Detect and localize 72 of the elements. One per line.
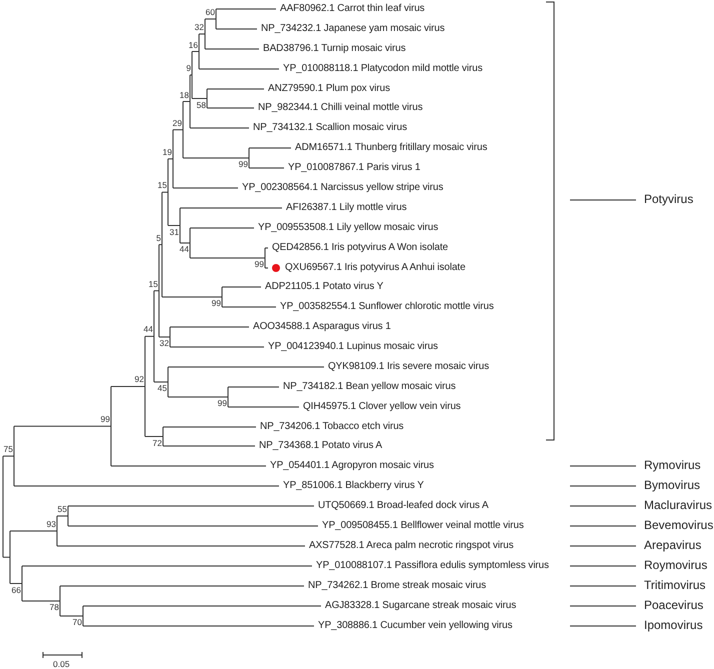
taxon-label: ANZ79590.1 Plum pox virus: [268, 83, 390, 94]
taxon-label: YP_010088107.1 Passiflora edulis symptomless virus: [316, 560, 549, 571]
taxon-label: YP_009508455.1 Bellflower veinal mottle virus: [322, 520, 524, 531]
bootstrap-value: 99: [100, 415, 110, 424]
bootstrap-value: 60: [206, 8, 215, 17]
taxon-label: YP_004123940.1 Lupinus mosaic virus: [268, 341, 438, 352]
bootstrap-value: 99: [218, 399, 227, 408]
bootstrap-value: 99: [254, 260, 264, 269]
genus-label: Macluravirus: [644, 498, 712, 513]
taxon-label: UTQ50669.1 Broad-leafed dock virus A: [318, 500, 488, 511]
bootstrap-value: 9: [186, 64, 191, 73]
bootstrap-value: 92: [134, 375, 144, 384]
taxon-label: YP_003582554.1 Sunflower chlorotic mottle virus: [280, 301, 494, 312]
bootstrap-value: 58: [196, 100, 206, 110]
bootstrap-value: 15: [148, 280, 158, 289]
taxon-label: YP_851006.1 Blackberry virus Y: [283, 480, 424, 491]
taxon-label: NP_982344.1 Chilli veinal mottle virus: [258, 102, 423, 113]
bootstrap-value: 70: [72, 618, 82, 627]
taxon-label: YP_002308564.1 Narcissus yellow stripe virus: [242, 182, 444, 193]
genus-label: Poacevirus: [644, 598, 704, 613]
taxon-label: QED42856.1 Iris potyvirus A Won isolate: [272, 242, 448, 253]
taxon-label: NP_734182.1 Bean yellow mosaic virus: [283, 381, 456, 392]
genus-label: Rymovirus: [644, 458, 701, 473]
taxon-label: AGJ83328.1 Sugarcane streak mosaic virus: [325, 600, 516, 611]
taxon-label: AXS77528.1 Areca palm necrotic ringspot virus: [309, 540, 514, 551]
taxon-label: AFI26387.1 Lily mottle virus: [286, 202, 407, 213]
taxon-label: NP_734262.1 Brome streak mosaic virus: [308, 580, 486, 591]
bootstrap-value: 75: [4, 445, 13, 454]
bootstrap-value: 55: [58, 505, 67, 514]
bootstrap-value: 93: [46, 520, 56, 529]
genus-label: Tritimovirus: [644, 578, 706, 593]
bootstrap-value: 44: [180, 245, 189, 254]
taxon-label: YP_308886.1 Cucumber vein yellowing virus: [318, 620, 512, 631]
taxon-label: YP_010087867.1 Paris virus 1: [288, 162, 420, 173]
taxon-label: NP_734232.1 Japanese yam mosaic virus: [261, 23, 445, 34]
taxon-label: NP_734132.1 Scallion mosaic virus: [253, 122, 408, 133]
taxon-label: YP_009553508.1 Lily yellow mosaic virus: [258, 222, 438, 233]
taxon-label: NP_734206.1 Tobacco etch virus: [260, 421, 404, 432]
bootstrap-value: 19: [162, 148, 172, 157]
bootstrap-value: 66: [12, 586, 21, 594]
taxon-label: NP_734368.1 Potato virus A: [259, 440, 382, 451]
genus-label: Potyvirus: [644, 192, 694, 207]
taxon-label: BAD38796.1 Turnip mosaic virus: [263, 43, 406, 54]
bootstrap-value: 32: [160, 339, 169, 348]
taxon-label: YP_054401.1 Agropyron mosaic virus: [270, 460, 434, 471]
scale-label: 0.05: [53, 660, 70, 669]
taxon-label: YP_010088118.1 Platycodon mild mottle virus: [283, 63, 483, 74]
bootstrap-value: 5: [156, 234, 161, 243]
taxon-label: AOO34588.1 Asparagus virus 1: [253, 321, 391, 332]
genus-label: Bymovirus: [644, 478, 700, 493]
bootstrap-value: 99: [212, 299, 221, 308]
taxon-label: ADP21105.1 Potato virus Y: [265, 281, 384, 292]
taxon-label: ADM16571.1 Thunberg fritillary mosaic virus: [295, 142, 488, 153]
genus-label: Bevemovirus: [644, 518, 714, 533]
bootstrap-value: 99: [238, 160, 248, 169]
bootstrap-value: 15: [158, 181, 167, 190]
bootstrap-value: 16: [188, 40, 198, 50]
bootstrap-value: 32: [194, 23, 204, 32]
taxon-label: QYK98109.1 Iris severe mosaic virus: [328, 361, 490, 372]
genus-label: Arepavirus: [644, 538, 702, 553]
bootstrap-value: 31: [170, 228, 179, 236]
bootstrap-value: 29: [172, 118, 182, 128]
genus-label: Roymovirus: [644, 558, 708, 573]
bootstrap-value: 72: [152, 438, 162, 448]
bootstrap-value: 78: [50, 603, 59, 612]
genus-label: Ipomovirus: [644, 618, 703, 633]
taxon-label: QXU69567.1 Iris potyvirus A Anhui isolate: [285, 262, 466, 273]
bootstrap-value: 18: [180, 90, 189, 100]
bootstrap-value: 44: [144, 325, 153, 334]
bootstrap-value: 45: [158, 384, 167, 393]
taxon-label: QIH45975.1 Clover yellow vein virus: [303, 401, 461, 412]
taxon-label: AAF80962.1 Carrot thin leaf virus: [280, 3, 425, 14]
